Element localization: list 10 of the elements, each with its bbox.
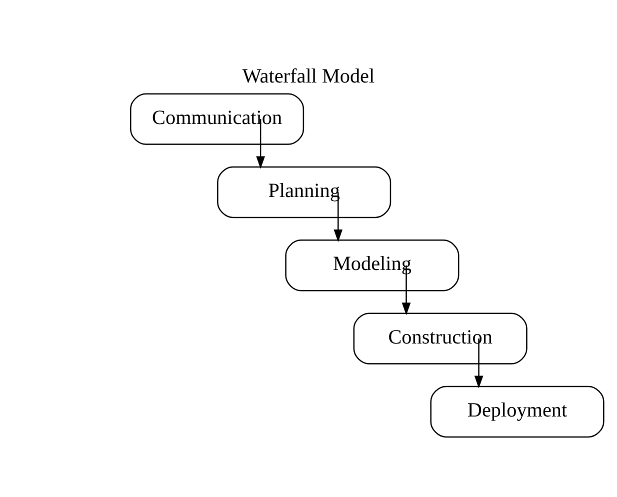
arrow	[402, 264, 411, 315]
diagram-title: Waterfall Model	[242, 64, 375, 87]
arrow	[474, 338, 484, 388]
node-box: Planning	[217, 166, 392, 218]
arrow	[256, 118, 265, 168]
node-box: Modeling	[285, 239, 460, 291]
arrow	[334, 192, 343, 242]
node-box: Communication	[130, 92, 304, 144]
node-box: Deployment	[430, 385, 604, 438]
node-box: Construction	[353, 312, 528, 364]
